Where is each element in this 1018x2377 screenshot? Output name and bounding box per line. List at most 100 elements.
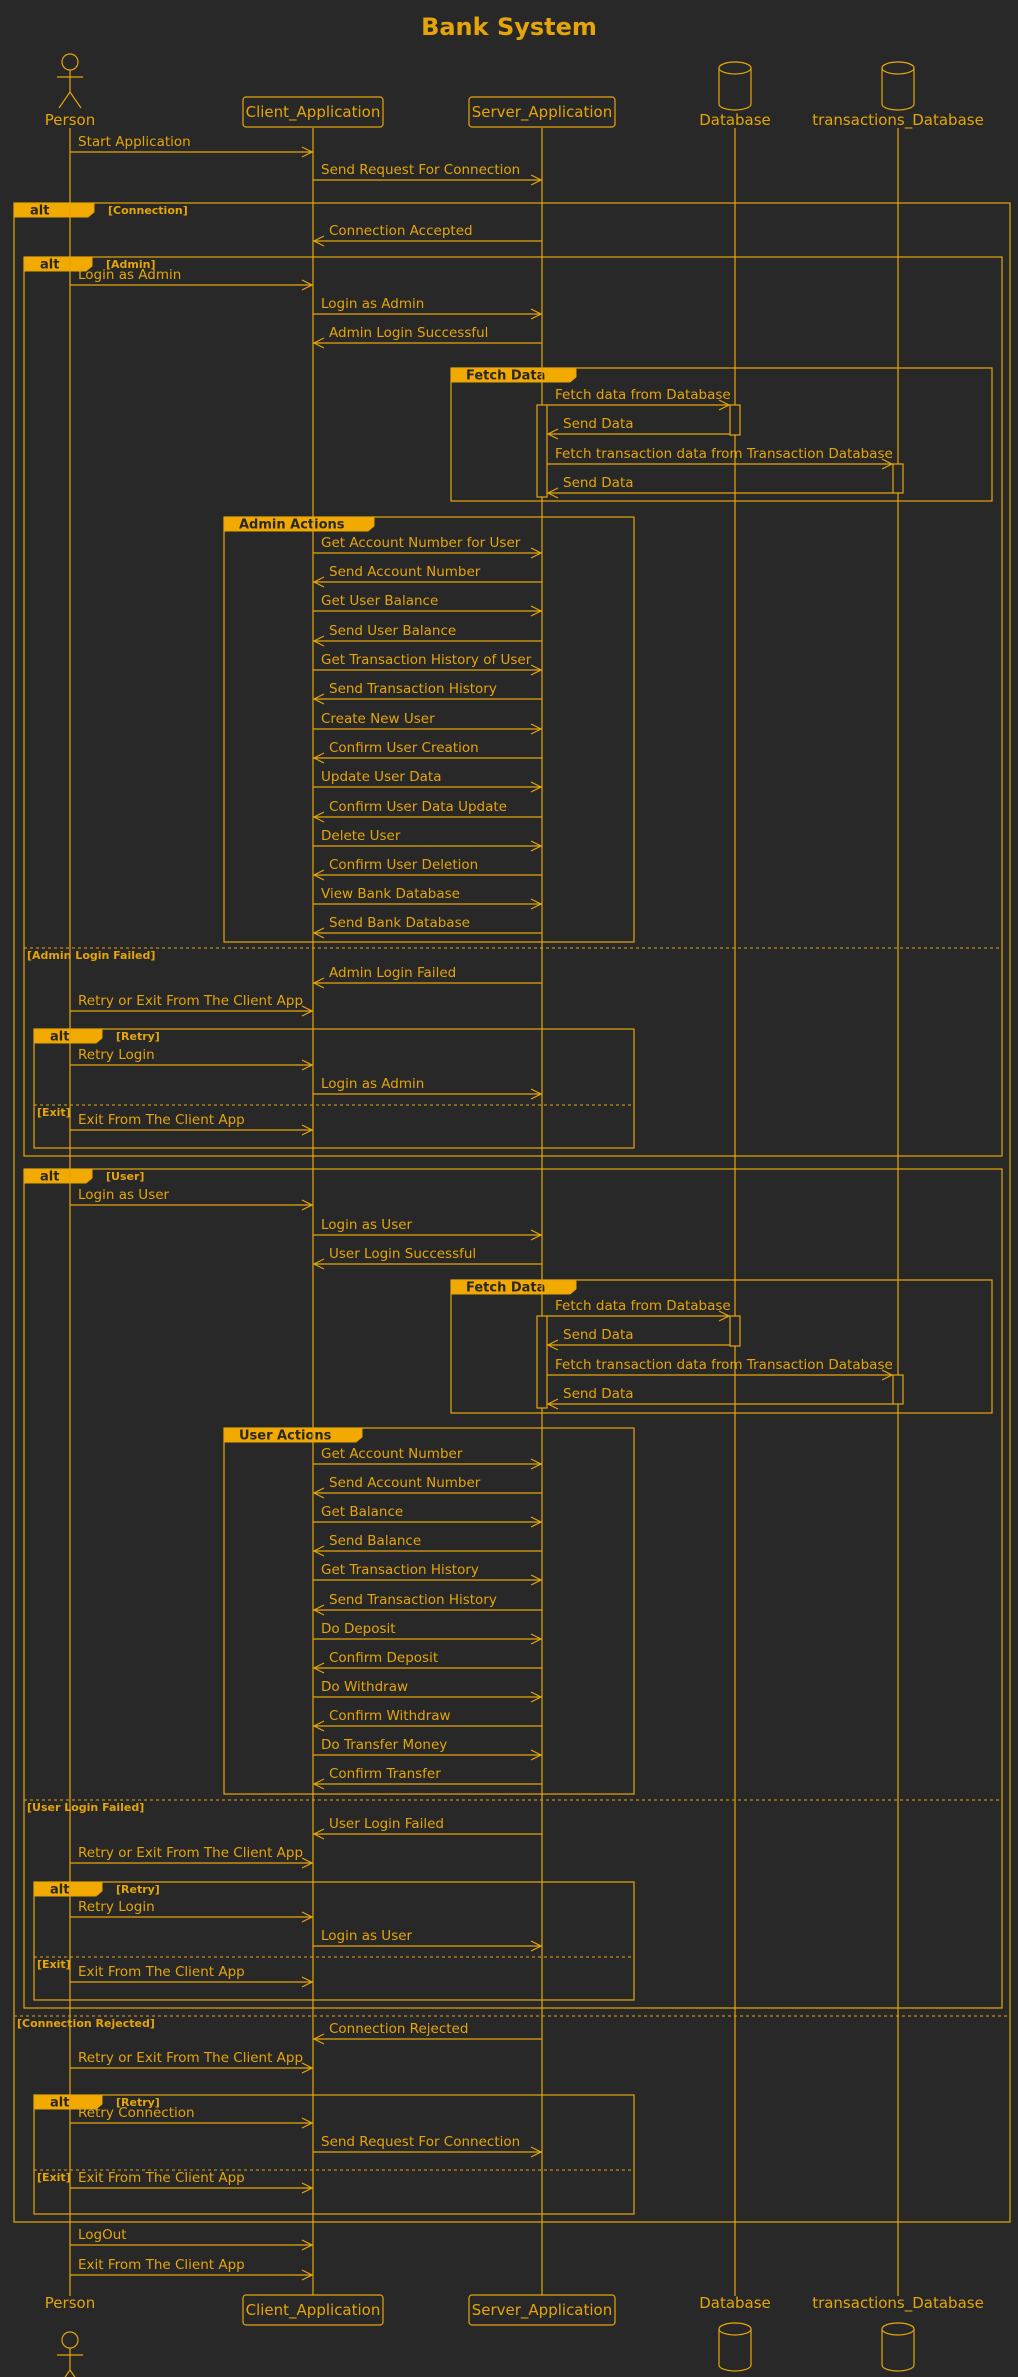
participant-label: Server_Application (472, 2301, 613, 2320)
message-4: Login as Admin (70, 267, 314, 291)
message-12: Send Account Number (312, 564, 542, 588)
message-55: Retry or Exit From The Client App (70, 2050, 314, 2074)
message-35: Fetch transaction data from Transaction … (547, 1357, 894, 1381)
message-label: Fetch transaction data from Transaction … (555, 446, 893, 462)
message-53: Exit From The Client App (70, 1964, 314, 1988)
message-33: Fetch data from Database (547, 1298, 731, 1322)
fragment-tab (450, 367, 577, 383)
fragment-alt-2: alt[Admin][Admin Login Failed] (23, 256, 1003, 1157)
message-39: Get Balance (313, 1504, 543, 1528)
message-23: View Bank Database (313, 886, 543, 910)
participant-tdb-bottom: transactions_Database (812, 2294, 984, 2372)
fragment-tab (33, 1028, 103, 1044)
message-label: Login as User (78, 1187, 170, 1203)
message-52: Login as User (313, 1928, 543, 1952)
fragment-group-8: User Actions (223, 1427, 635, 1795)
fragment-frame (450, 1279, 993, 1414)
message-label: LogOut (78, 2227, 127, 2243)
message-49: User Login Failed (312, 1816, 542, 1840)
message-38: Send Account Number (312, 1475, 542, 1499)
message-label: Confirm Deposit (329, 1650, 438, 1666)
message-label: Get Transaction History of User (321, 652, 532, 668)
message-label: Login as User (321, 1217, 413, 1233)
fragment-tab (450, 1279, 577, 1295)
message-label: Retry Login (78, 1899, 155, 1915)
database-icon (881, 2322, 915, 2372)
actor-icon (57, 53, 83, 109)
fragment-label: Fetch Data (466, 1281, 545, 1296)
message-44: Confirm Deposit (312, 1650, 542, 1674)
message-label: Get Account Number for User (321, 535, 521, 551)
message-label: Get Account Number (321, 1446, 463, 1462)
participant-server-bottom: Server_Application (468, 2294, 616, 2326)
message-8: Send Data (546, 416, 730, 440)
message-label: Login as Admin (78, 267, 181, 283)
message-47: Do Transfer Money (313, 1737, 543, 1761)
message-label: Send Account Number (329, 1475, 481, 1491)
message-label: Retry Connection (78, 2105, 195, 2121)
message-36: Send Data (546, 1386, 893, 1410)
participant-label: transactions_Database (812, 2294, 984, 2313)
message-50: Retry or Exit From The Client App (70, 1845, 314, 1869)
fragment-guard: [Retry] (116, 1030, 160, 1043)
activation-bar (536, 404, 548, 498)
message-56: Retry Connection (70, 2105, 314, 2129)
fragment-tab (33, 2094, 103, 2110)
message-label: Send Request For Connection (321, 2134, 520, 2150)
message-label: Confirm Transfer (329, 1766, 441, 1782)
fragment-label: alt (50, 1883, 69, 1898)
fragment-label: alt (40, 1170, 59, 1185)
activation-bar (729, 1315, 741, 1347)
participant-db-top: Database (699, 61, 771, 129)
fragment-frame (33, 1028, 635, 1149)
message-11: Get Account Number for User (313, 535, 543, 559)
message-label: Send Transaction History (329, 1592, 497, 1608)
fragment-guard: [Retry] (116, 2096, 160, 2109)
fragment-label: Fetch Data (466, 369, 545, 384)
message-51: Retry Login (70, 1899, 314, 1923)
participant-box (468, 2294, 616, 2326)
message-24: Send Bank Database (312, 915, 542, 939)
fragment-alt-10: alt[Retry][Exit] (33, 2094, 635, 2215)
participant-label: transactions_Database (812, 111, 984, 130)
participant-box (468, 96, 616, 128)
fragment-alt-5: alt[Retry][Exit] (33, 1028, 635, 1149)
message-5: Login as Admin (313, 296, 543, 320)
message-3: Connection Accepted (312, 223, 542, 247)
participant-label: Person (45, 111, 95, 129)
message-40: Send Balance (312, 1533, 542, 1557)
message-label: Do Deposit (321, 1621, 396, 1637)
message-label: Exit From The Client App (78, 1964, 245, 1980)
message-37: Get Account Number (313, 1446, 543, 1470)
message-58: Exit From The Client App (70, 2170, 314, 2194)
message-label: Send Account Number (329, 564, 481, 580)
message-label: Connection Accepted (329, 223, 473, 239)
message-label: Login as Admin (321, 296, 424, 312)
database-icon (718, 61, 752, 111)
activation-bar (892, 1374, 904, 1405)
message-2: Send Request For Connection (313, 162, 543, 186)
fragment-tab (13, 202, 95, 218)
message-26: Retry or Exit From The Client App (70, 993, 314, 1017)
message-label: Login as User (321, 1928, 413, 1944)
activation-bar (892, 463, 904, 494)
message-45: Do Withdraw (313, 1679, 543, 1703)
participant-label: Server_Application (472, 103, 613, 122)
message-25: Admin Login Failed (312, 965, 542, 989)
fragment-frame (23, 256, 1003, 1157)
message-48: Confirm Transfer (312, 1766, 542, 1790)
message-label: Delete User (321, 828, 401, 844)
participants-layer: PersonPersonClient_ApplicationClient_App… (45, 53, 984, 2377)
message-label: Send User Balance (329, 623, 456, 639)
fragment-frame (23, 1168, 1003, 2009)
participant-box (242, 96, 384, 128)
fragment-frame (13, 202, 1011, 2223)
message-label: Send Data (563, 416, 634, 432)
message-19: Update User Data (313, 769, 543, 793)
message-1: Start Application (70, 134, 314, 158)
message-label: Send Transaction History (329, 681, 497, 697)
message-30: Login as User (70, 1187, 314, 1211)
message-label: Send Bank Database (329, 915, 470, 931)
activations-layer (536, 404, 904, 1409)
message-label: Send Data (563, 1327, 634, 1343)
